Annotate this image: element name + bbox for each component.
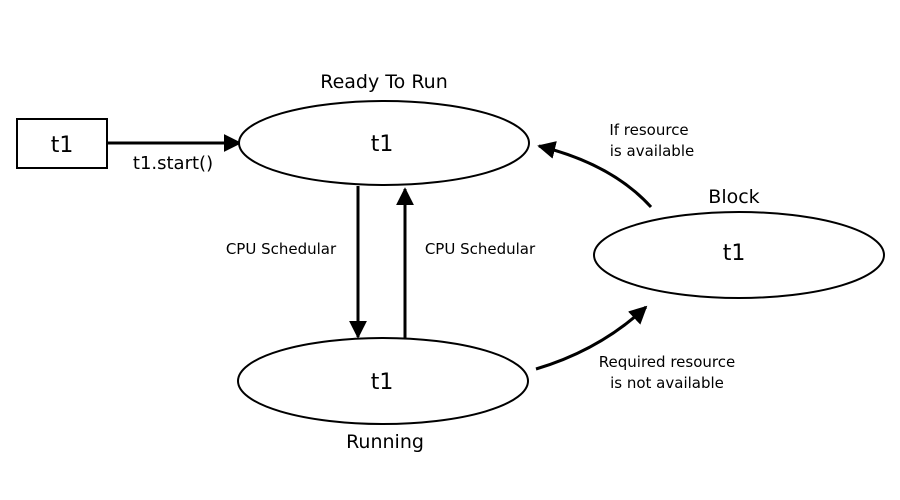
start-edge-label: t1.start() [133,153,213,174]
block-state-ellipse [593,211,885,299]
thread-box-label: t1 [51,133,74,158]
thread-node: t1 [16,118,108,169]
running-to-block-label-line2: is not available [610,374,724,392]
block-to-ready-label-line2: is available [610,142,694,160]
block-state-label: t1 [723,241,746,266]
start-edge: t1.start() [108,134,242,174]
ready-to-running-edge: CPU Schedular [226,186,367,339]
running-to-block-arrow [535,305,648,371]
ready-state-label: t1 [371,132,394,157]
running-state-ellipse [237,337,529,425]
block-to-ready-edge: If resource is available [537,121,694,209]
running-state: t1 Running [237,337,529,453]
running-to-block-edge: Required resource is not available [535,305,735,392]
running-to-block-label-line1: Required resource [599,353,735,371]
block-to-ready-arrow [537,141,653,209]
ready-state-ellipse [238,100,530,186]
running-state-title: Running [346,431,424,453]
block-to-ready-label-line1: If resource [609,121,688,139]
ready-to-running-label: CPU Schedular [226,240,337,258]
running-to-ready-edge: CPU Schedular [396,187,536,338]
thread-box [16,118,108,169]
running-state-label: t1 [371,370,394,395]
ready-state-title: Ready To Run [320,71,448,93]
ready-state: Ready To Run t1 [238,71,530,186]
block-state: Block t1 [593,186,885,299]
block-state-title: Block [708,186,759,208]
running-to-ready-label: CPU Schedular [425,240,536,258]
